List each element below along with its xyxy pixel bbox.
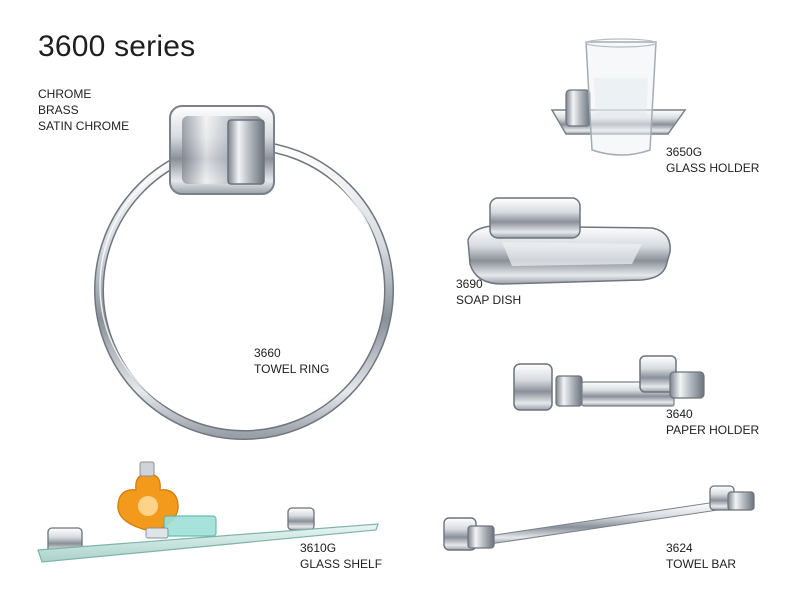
glass-shelf-image: [37, 461, 379, 563]
product-name: GLASS SHELF: [300, 557, 383, 571]
product-name: TOWEL BAR: [666, 557, 737, 571]
finish-item: CHROME: [38, 87, 92, 101]
product-name: PAPER HOLDER: [666, 423, 760, 437]
product-code: 3610G: [300, 541, 337, 555]
glass-holder-image: [550, 38, 687, 156]
towel-bar-image: [443, 485, 755, 551]
finish-item: SATIN CHROME: [38, 119, 130, 133]
finish-list: CHROME BRASS SATIN CHROME: [38, 86, 129, 134]
product-code: 3624: [666, 541, 693, 555]
towel-ring-image: [94, 105, 394, 440]
towel-ring-label: 3660 TOWEL RING: [254, 345, 329, 377]
product-code: 3640: [666, 407, 693, 421]
glass-shelf-label: 3610G GLASS SHELF: [300, 540, 382, 572]
glass-holder-label: 3650G GLASS HOLDER: [666, 144, 759, 176]
soap-dish-label: 3690 SOAP DISH: [456, 276, 521, 308]
product-code: 3650G: [666, 145, 703, 159]
product-name: TOWEL RING: [254, 362, 330, 376]
paper-holder-image: [513, 355, 705, 411]
product-name: SOAP DISH: [456, 293, 522, 307]
soap-dish-image: [467, 197, 671, 285]
page-title: 3600 series: [38, 30, 196, 63]
paper-holder-label: 3640 PAPER HOLDER: [666, 406, 759, 438]
product-code: 3690: [456, 277, 483, 291]
product-code: 3660: [254, 346, 281, 360]
finish-item: BRASS: [38, 103, 79, 117]
towel-bar-label: 3624 TOWEL BAR: [666, 540, 736, 572]
product-name: GLASS HOLDER: [666, 161, 760, 175]
